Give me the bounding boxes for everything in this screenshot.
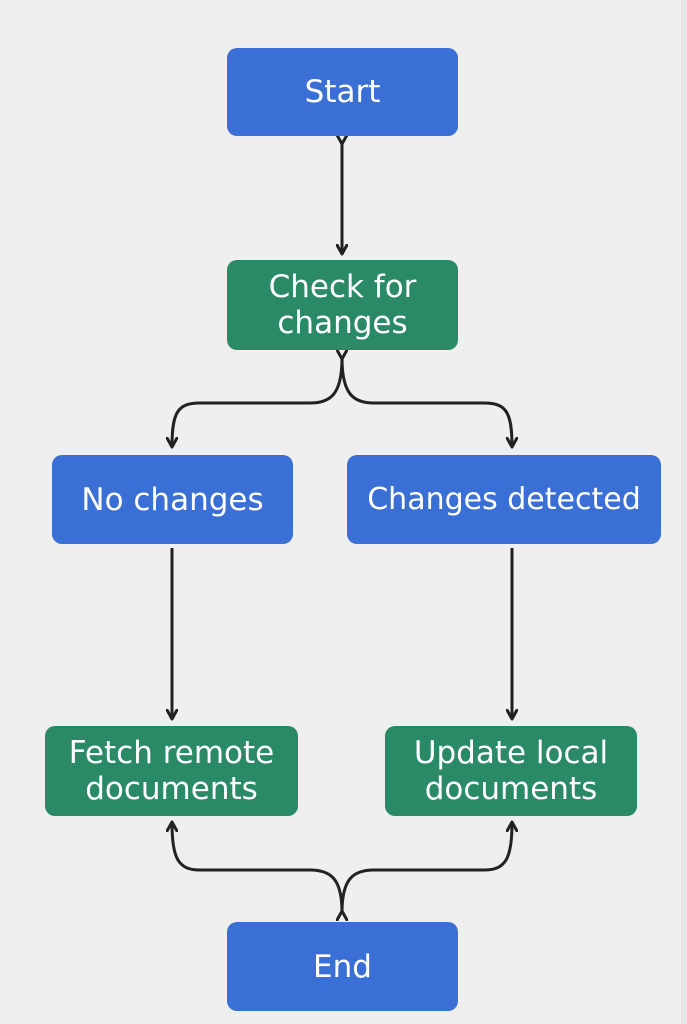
node-no-changes: No changes bbox=[52, 455, 293, 544]
node-end: End bbox=[227, 922, 458, 1011]
arrow-check-changesdetected bbox=[340, 357, 512, 446]
arrow-end-fetch bbox=[172, 823, 342, 912]
node-check-for-changes: Check for changes bbox=[227, 260, 458, 350]
node-fetch-remote-documents: Fetch remote documents bbox=[45, 726, 298, 816]
node-changes-detected: Changes detected bbox=[347, 455, 661, 544]
node-update-local-documents: Update local documents bbox=[385, 726, 637, 816]
arrow-end-update bbox=[340, 823, 512, 913]
page-edge bbox=[681, 0, 687, 1024]
arrow-check-nochanges bbox=[172, 358, 342, 446]
node-start: Start bbox=[227, 48, 458, 136]
